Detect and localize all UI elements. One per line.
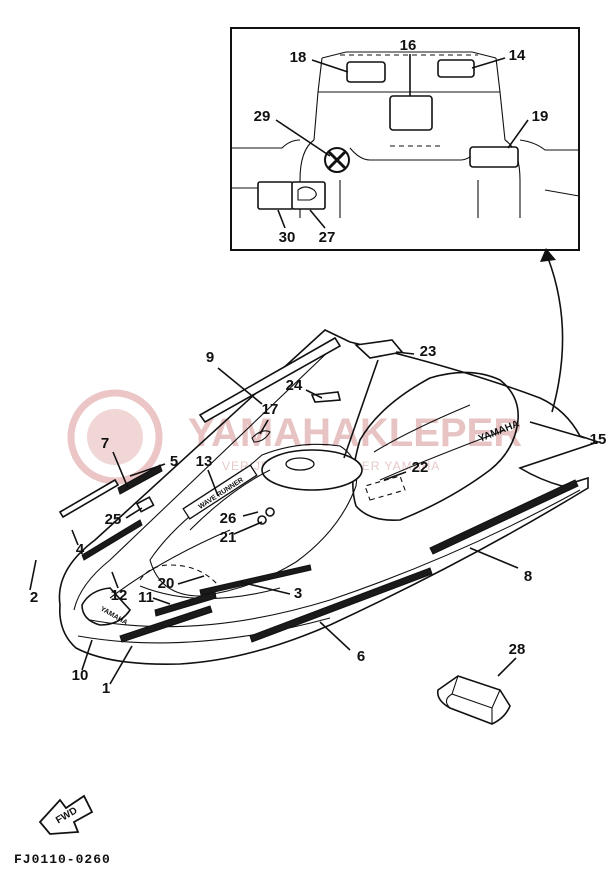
label-16: 16 (400, 37, 417, 54)
watercraft-hull: YAMAHA WAVE RUNNER YAMAHA (58, 329, 601, 665)
leader-lines (29, 351, 586, 685)
label-26: 26 (220, 510, 237, 527)
label-17: 17 (262, 401, 279, 418)
label-3: 3 (294, 585, 302, 602)
label-11: 11 (138, 589, 154, 606)
label-30: 30 (279, 229, 296, 246)
label-6: 6 (357, 648, 365, 665)
label-15: 15 (590, 431, 607, 448)
label-5: 5 (170, 453, 178, 470)
label-24: 24 (286, 377, 303, 394)
label-8: 8 (524, 568, 532, 585)
label-7: 7 (101, 435, 109, 452)
label-4: 4 (76, 541, 85, 558)
label-22: 22 (412, 459, 429, 476)
label-2: 2 (30, 589, 38, 606)
label-13: 13 (196, 453, 213, 470)
label-23: 23 (420, 343, 437, 360)
label-19: 19 (532, 108, 549, 125)
hull-sticker-text: WAVE RUNNER (197, 477, 244, 511)
label-18: 18 (290, 49, 307, 66)
watermark-title: YAMAHAKLEPER (188, 411, 522, 455)
label-21: 21 (220, 529, 237, 546)
detail-inset: 18 16 14 29 19 30 27 (230, 27, 580, 251)
label-27: 27 (319, 229, 336, 246)
forward-arrow-icon: FWD (38, 794, 94, 835)
label-25: 25 (105, 511, 122, 528)
part-28-pad (436, 675, 511, 725)
label-1: 1 (102, 680, 110, 697)
part-labels: 9 23 24 17 15 7 5 13 22 25 26 21 4 2 8 2… (30, 343, 607, 697)
label-12: 12 (111, 587, 128, 604)
label-29: 29 (254, 108, 271, 125)
label-28: 28 (509, 641, 526, 658)
label-14: 14 (509, 47, 526, 64)
label-20: 20 (158, 575, 175, 592)
callout-arrow (540, 248, 564, 413)
label-9: 9 (206, 349, 214, 366)
label-10: 10 (72, 667, 89, 684)
drawing-code: FJ0110-0260 (14, 852, 111, 867)
